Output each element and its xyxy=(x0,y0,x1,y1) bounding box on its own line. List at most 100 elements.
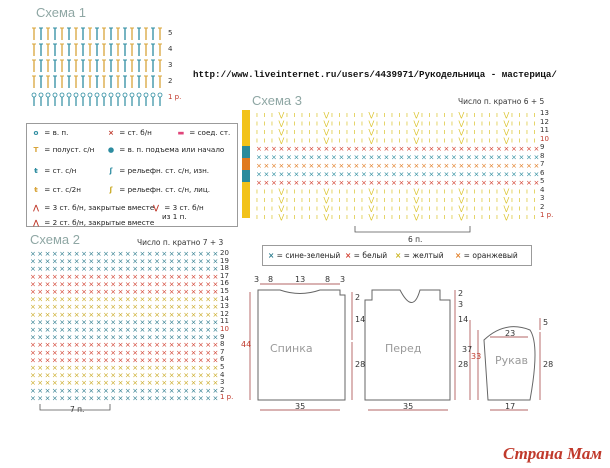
stitch-mark: × xyxy=(147,356,153,364)
stitch-mark: ı xyxy=(264,213,266,221)
stitch-mark: × xyxy=(183,250,189,258)
legend-text: = в. п. xyxy=(42,128,69,137)
stitch-mark: ı xyxy=(256,205,258,213)
stitch-mark: × xyxy=(466,171,472,179)
stitch-mark: × xyxy=(205,394,211,402)
stitch-mark: × xyxy=(125,387,131,395)
stitch-mark: ı xyxy=(271,196,273,204)
stitch-mark: × xyxy=(339,154,345,162)
stitch-mark: × xyxy=(37,349,43,357)
stitch-mark: × xyxy=(147,318,153,326)
stitch-mark: × xyxy=(88,364,94,372)
stitch-mark: ı xyxy=(316,205,318,213)
stitch-mark: × xyxy=(96,379,102,387)
stitch-mark: × xyxy=(504,179,510,187)
stitch-mark: × xyxy=(118,250,124,258)
stitch-mark: × xyxy=(324,145,330,153)
stitch-mark: × xyxy=(140,273,146,281)
cross-icon: × xyxy=(455,251,462,260)
stitch-mark: × xyxy=(140,379,146,387)
stitch-mark: ⋁ xyxy=(503,111,510,119)
stitch-mark: ı xyxy=(309,120,311,128)
stitch-mark: × xyxy=(140,288,146,296)
stitch-mark: × xyxy=(198,394,204,402)
legend-text: = 3 ст. б/н, закрытые вместе xyxy=(42,203,155,212)
sleeve-height: 33 xyxy=(471,352,482,361)
stitch-mark: × xyxy=(161,334,167,342)
stitch-mark: × xyxy=(74,349,80,357)
stitch-mark: × xyxy=(301,171,307,179)
chain-mark xyxy=(150,92,156,98)
stitch-mark: × xyxy=(481,162,487,170)
stitch-mark: × xyxy=(45,364,51,372)
stitch-mark: ı xyxy=(354,188,356,196)
stitch-mark: × xyxy=(474,179,480,187)
stitch-mark: × xyxy=(213,364,219,372)
stitch-mark: × xyxy=(361,154,367,162)
stitch-mark: × xyxy=(176,265,182,273)
stitch-mark: × xyxy=(110,379,116,387)
stitch-mark: × xyxy=(191,379,197,387)
stitch-mark: × xyxy=(154,258,160,266)
stitch-mark: × xyxy=(161,349,167,357)
row-number: 7 xyxy=(220,347,225,356)
stitch-mark: ı xyxy=(451,188,453,196)
stitch-mark: × xyxy=(147,250,153,258)
stitch-mark: ı xyxy=(361,213,363,221)
legend-text: = рельефн. ст. с/н, лиц. xyxy=(117,185,211,194)
stitch-mark: × xyxy=(118,258,124,266)
stitch-mark: × xyxy=(213,334,219,342)
chain-mark xyxy=(157,92,163,98)
stitch-mark: × xyxy=(154,250,160,258)
stitch-mark: ⋁ xyxy=(278,205,285,213)
stitch-mark: × xyxy=(88,387,94,395)
legend-symbol-icon: ⋁ xyxy=(152,203,160,212)
stitch-mark: ı xyxy=(429,196,431,204)
stitch-mark: × xyxy=(147,280,153,288)
stitch-mark: × xyxy=(81,349,87,357)
stitch-mark: × xyxy=(489,171,495,179)
stitch-mark: × xyxy=(421,162,427,170)
stitch-mark: ⋁ xyxy=(503,128,510,136)
stitch-mark: × xyxy=(67,280,73,288)
stitch-mark: ı xyxy=(429,205,431,213)
stitch-mark: × xyxy=(474,171,480,179)
stitch-mark: ı xyxy=(354,120,356,128)
stitch-mark: ı xyxy=(271,111,273,119)
stitch-mark: ı xyxy=(309,196,311,204)
back-height: 44 xyxy=(241,340,252,349)
stitch-mark: ⋁ xyxy=(413,188,420,196)
stitch-mark: × xyxy=(103,258,109,266)
stitch-mark: × xyxy=(37,356,43,364)
stitch-mark: × xyxy=(37,341,43,349)
stitch-mark: × xyxy=(67,372,73,380)
stitch-mark: × xyxy=(30,258,36,266)
stitch-mark: ı xyxy=(354,111,356,119)
stitch-mark: × xyxy=(504,154,510,162)
row-number: 2 xyxy=(540,202,545,211)
stitch-mark: ⋁ xyxy=(413,111,420,119)
stitch-mark: × xyxy=(132,265,138,273)
stitch-mark: × xyxy=(110,250,116,258)
stitch-mark: × xyxy=(198,387,204,395)
stitch-mark: ı xyxy=(534,120,536,128)
stitch-mark: × xyxy=(161,341,167,349)
stitch-mark: × xyxy=(176,394,182,402)
stitch-mark: × xyxy=(191,372,197,380)
color-legend-item: × = желтый xyxy=(395,251,444,260)
stitch-mark: ı xyxy=(309,128,311,136)
stitch-mark: × xyxy=(30,334,36,342)
stitch-mark: × xyxy=(213,288,219,296)
stitch-mark: ⋁ xyxy=(323,111,330,119)
stitch-mark: × xyxy=(132,341,138,349)
stitch-mark: × xyxy=(81,288,87,296)
site-watermark: Страна Мам xyxy=(502,444,602,463)
stitch-mark: × xyxy=(169,265,175,273)
stitch-mark: ı xyxy=(294,120,296,128)
legend-text: из 1 п. xyxy=(162,212,187,221)
stitch-mark: ı xyxy=(511,128,513,136)
stitch-mark: ı xyxy=(391,188,393,196)
stitch-mark: × xyxy=(421,179,427,187)
stitch-mark: × xyxy=(37,273,43,281)
stitch-mark: × xyxy=(198,311,204,319)
